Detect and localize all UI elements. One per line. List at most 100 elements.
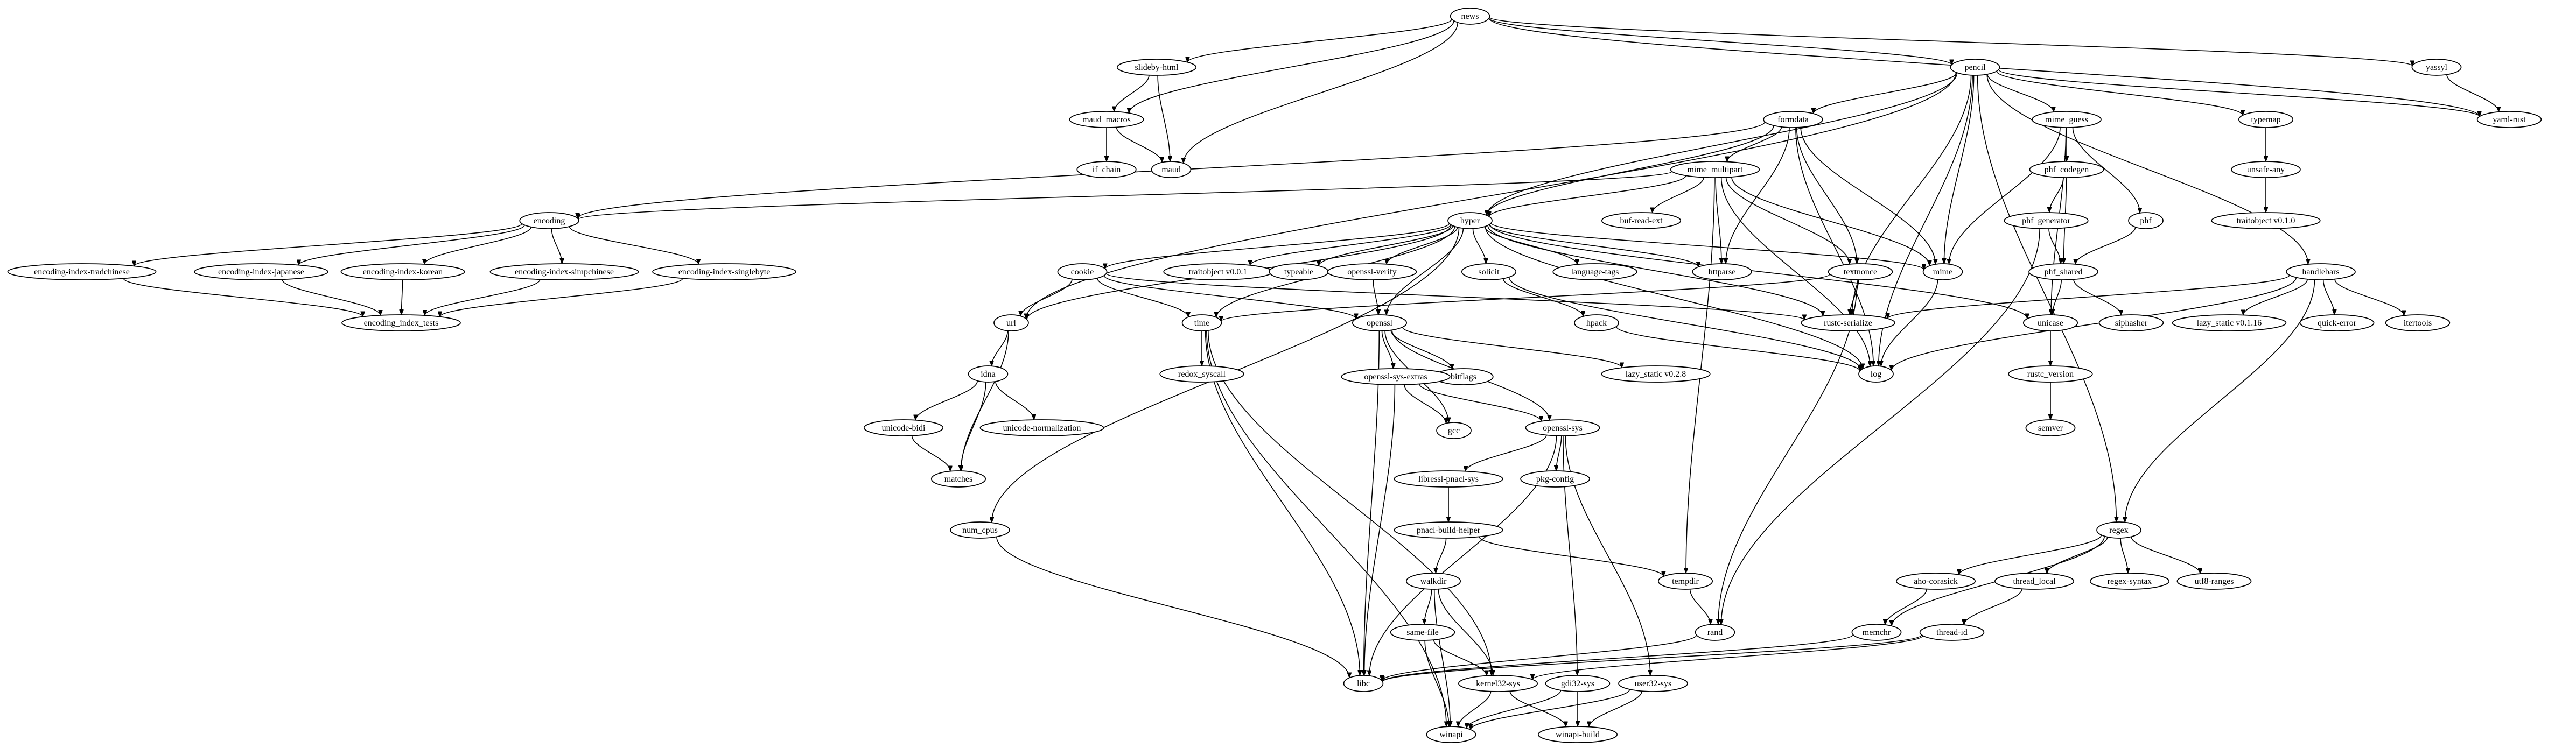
node-unicode-normalization: unicode-normalization <box>979 419 1104 436</box>
edge-hyper-to-solicit <box>1472 228 1486 264</box>
edge-openssl-to-bitflags <box>1390 330 1452 370</box>
edge-maud_macros-to-maud <box>1116 127 1162 163</box>
edge-regex-to-thread_local <box>2047 537 2108 574</box>
edge-handlebars-to-quick-error <box>2322 279 2335 315</box>
node-label: encoding-index-singlebyte <box>678 267 771 277</box>
node-label: idna <box>981 370 996 379</box>
edge-textnonce-to-time <box>1221 273 1830 322</box>
node-ellipse <box>1069 111 1144 128</box>
edge-regex-to-aho-corasick <box>1959 534 2102 575</box>
edge-regex-to-utf8-ranges <box>2131 537 2200 574</box>
edge-slideby-html-to-maud <box>1157 75 1170 161</box>
node-redox-syscall: redox_syscall <box>1159 365 1244 383</box>
node-ellipse <box>1458 675 1538 692</box>
edge-news-to-pencil <box>1488 17 1951 66</box>
node-yaml-rust: yaml-rust <box>2476 111 2542 128</box>
edge-memchr-to-libc <box>1382 634 1854 682</box>
node-label: openssl-sys-extras <box>1364 372 1427 382</box>
node-label: thread_local <box>2013 577 2056 586</box>
edge-cookie-to-url <box>1021 279 1073 316</box>
node-ellipse <box>2476 111 2542 128</box>
node-memchr: memchr <box>1851 624 1902 641</box>
node-encoding: encoding <box>519 212 579 229</box>
node-openssl: openssl <box>1352 314 1408 331</box>
edge-openssl-sys-extras-to-libc <box>1364 384 1396 675</box>
edge-handlebars-to-log <box>1892 277 2297 371</box>
node-label: winapi-build <box>1556 730 1600 739</box>
node-aho-corasick: aho-corasick <box>1895 573 1976 590</box>
node-ellipse <box>489 263 639 280</box>
node-buf-read-ext: buf-read-ext <box>1601 212 1682 229</box>
node-phf-codegen: phf_codegen <box>2029 161 2104 178</box>
edge-mime-to-log <box>1881 279 1938 366</box>
node-label: typemap <box>2251 115 2280 124</box>
node-label: gcc <box>1448 426 1460 435</box>
node-label: lazy_static v0.1.16 <box>2197 319 2262 328</box>
node-label: pencil <box>1964 63 1986 72</box>
edge-openssl-sys-extras-to-openssl-sys <box>1419 384 1541 422</box>
node-label: siphasher <box>2115 319 2148 328</box>
edge-rand-to-libc <box>1382 634 1697 681</box>
node-ellipse <box>1574 314 1619 331</box>
edge-walkdir-to-kernel32-sys <box>1438 589 1493 675</box>
node-unicode-bidi: unicode-bidi <box>863 419 944 436</box>
node-ellipse <box>1601 212 1682 229</box>
node-rand: rand <box>1695 624 1735 641</box>
node-ellipse <box>1450 8 1490 25</box>
node-regex-syntax: regex-syntax <box>2089 573 2170 590</box>
edge-formdata-to-textnonce <box>1796 127 1857 264</box>
node-label: phf_shared <box>2044 267 2082 277</box>
node-ellipse <box>1394 470 1503 488</box>
edge-openssl-to-openssl-sys-extras <box>1381 330 1394 369</box>
node-ellipse <box>1390 624 1455 641</box>
node-pkg-config: pkg-config <box>1520 470 1590 488</box>
edge-encoding-index-singlebyte-to-encoding_index_tests <box>440 278 683 317</box>
node-ellipse <box>1895 573 1976 590</box>
edge-yassyl-to-yaml-rust <box>2446 74 2498 112</box>
node-encoding-index-tests: encoding_index_tests <box>341 314 461 331</box>
edge-pencil-to-mime_guess <box>1987 74 2054 112</box>
node-label: maud_macros <box>1082 115 1131 124</box>
node-ellipse <box>1461 263 1517 280</box>
edge-textnonce-to-rand <box>1718 279 1858 624</box>
node-lazy-static-v0-2-8: lazy_static v0.2.8 <box>1601 365 1711 383</box>
edge-pencil-to-typemap <box>1996 70 2243 116</box>
node-label: utf8-ranges <box>2195 577 2234 586</box>
node-label: phf_codegen <box>2045 165 2089 174</box>
edge-mime_multipart-to-textnonce <box>1725 177 1850 264</box>
node-solicit: solicit <box>1461 263 1517 280</box>
node-label: time <box>1194 319 1209 328</box>
node-phf-shared: phf_shared <box>2028 263 2098 280</box>
node-label: typeable <box>1284 267 1313 277</box>
edge-pencil-to-mime <box>1944 75 1975 264</box>
node-mime-guess: mime_guess <box>2032 111 2102 128</box>
node-label: walkdir <box>1420 577 1447 586</box>
node-ellipse <box>1994 573 2075 590</box>
node-typemap: typemap <box>2238 111 2294 128</box>
edge-pencil-to-hyper <box>1487 73 1958 215</box>
node-ellipse <box>950 521 1010 539</box>
edge-url-to-matches <box>961 330 1009 471</box>
edge-encoding-to-encoding-index-japanese <box>299 224 525 265</box>
node-ellipse <box>2211 212 2321 229</box>
node-ellipse <box>2032 111 2102 128</box>
node-handlebars: handlebars <box>2286 263 2356 280</box>
edge-phf-to-phf_shared <box>2076 227 2136 265</box>
node-label: encoding <box>534 216 565 225</box>
node-label: openssl-verify <box>1347 267 1397 277</box>
node-ellipse <box>1181 314 1222 331</box>
edge-walkdir-to-same-file <box>1424 589 1432 624</box>
edge-news-to-maud_macros <box>1129 20 1454 114</box>
node-openssl-sys-extras: openssl-sys-extras <box>1341 368 1451 385</box>
node-openssl-sys: openssl-sys <box>1525 419 1600 436</box>
node-hyper: hyper <box>1447 212 1493 229</box>
edge-hyper-to-traitobject v0.0.1 <box>1250 224 1451 266</box>
node-label: encoding-index-simpchinese <box>515 267 614 277</box>
edge-user32-sys-to-winapi <box>1471 689 1630 730</box>
node-label: tempdir <box>1672 577 1699 586</box>
node-gdi32-sys: gdi32-sys <box>1545 675 1611 692</box>
node-label: maud <box>1161 165 1181 174</box>
edge-time-to-kernel32-sys <box>1207 330 1492 675</box>
node-ellipse <box>2231 161 2301 178</box>
node-ellipse <box>1116 59 1197 76</box>
